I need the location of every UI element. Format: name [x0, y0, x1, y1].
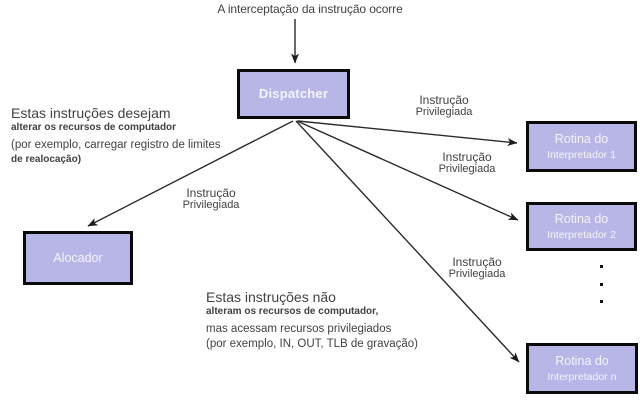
arrow-label-line2: Privilegiada	[415, 105, 473, 118]
interpreter-2-label-line2: Interpretador 2	[547, 228, 616, 241]
interpreter-n-label-line1: Rotina do	[555, 354, 609, 369]
arrow-label-line1: Instrução	[186, 186, 236, 200]
note-instructions-change-resources: Estas instruções desejam alterar os recu…	[11, 105, 241, 166]
note-bottom-line2: alteram os recursos de computador,	[206, 306, 379, 317]
ellipsis-dot	[599, 300, 603, 303]
dispatcher-box: Dispatcher	[237, 69, 350, 119]
note-left-line3: (por exemplo, carregar registro de limit…	[11, 139, 221, 151]
ellipsis-dot	[599, 265, 603, 268]
arrow-label-privileged-instruction-interpreter-1: Instrução Privilegiada	[382, 94, 506, 119]
dispatcher-label: Dispatcher	[258, 85, 329, 101]
arrow-label-privileged-instruction-alocador: Instrução Privilegiada	[149, 187, 273, 212]
arrow-label-line1: Instrução	[442, 150, 492, 164]
note-left-line1: Estas instruções desejam	[11, 105, 171, 121]
note-left-line2: alterar os recursos de computador	[11, 122, 177, 133]
vertical-ellipsis	[599, 265, 603, 303]
alocador-label: Alocador	[53, 250, 103, 265]
arrow-label-privileged-instruction-interpreter-2: Instrução Privilegiada	[405, 151, 529, 176]
note-bottom-line4: (por exemplo, IN, OUT, TLB de gravação)	[206, 338, 418, 350]
alocador-box: Alocador	[23, 231, 133, 285]
arrow-label-line2: Privilegiada	[182, 198, 240, 211]
interpreter-n-label-line2: Interpretador n	[547, 370, 617, 383]
note-instructions-access-privileged: Estas instruções não alteram os recursos…	[206, 290, 466, 351]
arrow-label-privileged-instruction-interpreter-n: Instrução Privilegiada	[415, 256, 539, 281]
ellipsis-dot	[599, 282, 603, 286]
interpreter-2-box: Rotina do Interpretador 2	[526, 202, 637, 251]
interpreter-2-label-line1: Rotina do	[554, 212, 609, 227]
arrow-label-line2: Privilegiada	[448, 267, 506, 280]
arrow-label-line1: Instrução	[419, 93, 469, 107]
arrow-label-line1: Instrução	[452, 255, 502, 269]
note-left-line4: de realocação)	[11, 154, 82, 165]
note-bottom-line1: Estas instruções não	[206, 289, 336, 305]
interpreter-1-box: Rotina do Interpretador 1	[526, 121, 637, 172]
diagram-title: A interceptação da instrução ocorre	[217, 2, 403, 16]
arrow-dispatcher-to-interpreter-1	[297, 120, 518, 147]
arrow-label-line2: Privilegiada	[438, 162, 496, 175]
interpreter-1-label-line1: Rotina do	[554, 132, 609, 147]
interpreter-n-box: Rotina do Interpretador n	[526, 343, 638, 394]
interpreter-1-label-line2: Interpretador 1	[547, 148, 616, 161]
note-bottom-line3: mas acessam recursos privilegiados	[206, 323, 392, 335]
